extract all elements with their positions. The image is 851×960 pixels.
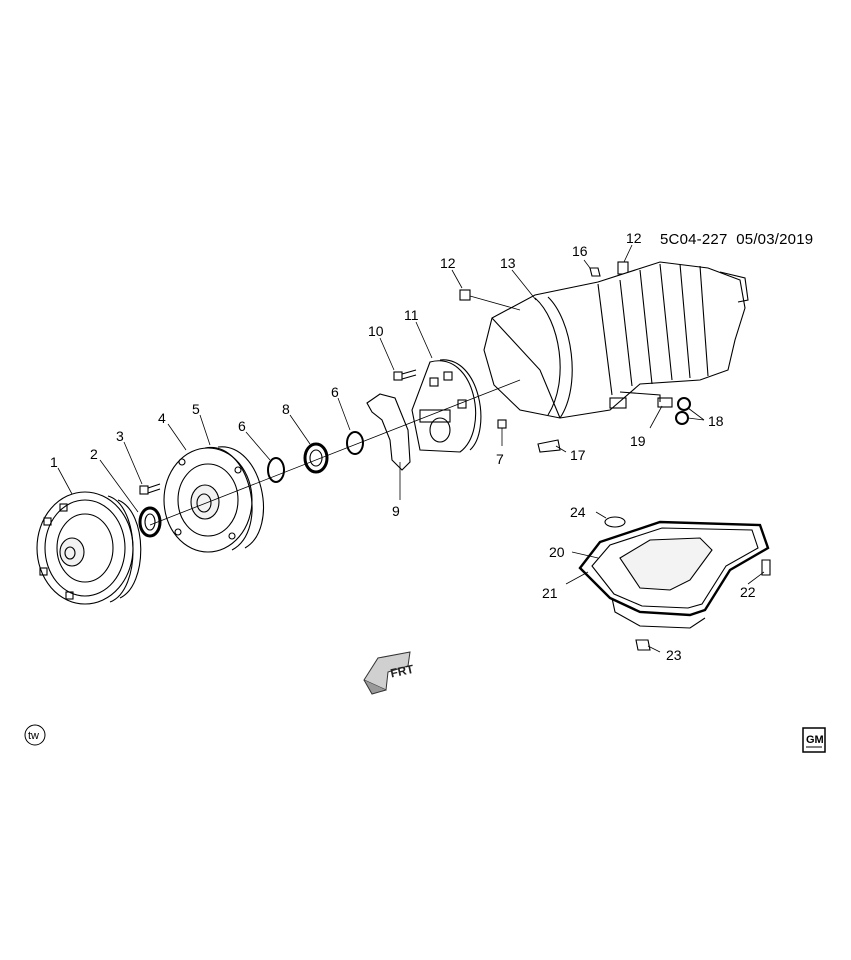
oil-pan [578, 520, 770, 629]
oil-pump-housing [163, 446, 264, 553]
drain-17 [537, 439, 561, 453]
callout-3: 3 [116, 428, 124, 444]
callout-22: 22 [740, 584, 756, 600]
bolt-3 [139, 483, 161, 495]
plug-12b [617, 261, 629, 275]
cap-24 [604, 516, 626, 528]
transmission-case [483, 261, 749, 419]
document-date: 05/03/2019 [736, 231, 814, 248]
callout-8: 8 [282, 401, 290, 417]
document-number: 5C04-227 [660, 231, 728, 248]
callout-19: 19 [630, 433, 646, 449]
callout-11: 11 [404, 307, 419, 323]
gm-logo-icon: GM [802, 727, 826, 753]
oil-pump-assembly [411, 359, 482, 453]
callout-6a: 6 [238, 418, 246, 434]
tw-circle-icon: tw [24, 724, 46, 746]
snap-ring-6a [267, 457, 285, 483]
callout-24: 24 [570, 504, 586, 520]
callout-20: 20 [549, 544, 565, 560]
callout-9: 9 [392, 503, 400, 519]
document-id: 5C04-227 05/03/2019 [660, 231, 813, 248]
seal-18a [677, 397, 691, 411]
callout-12b: 12 [626, 230, 642, 246]
callout-12a: 12 [440, 255, 456, 271]
callout-7: 7 [496, 451, 504, 467]
callout-18: 18 [708, 413, 724, 429]
callout-13: 13 [500, 255, 516, 271]
callout-6b: 6 [331, 384, 339, 400]
pin-7 [497, 419, 507, 429]
bolt-22 [761, 559, 771, 576]
callout-23: 23 [666, 647, 682, 663]
callout-1: 1 [50, 454, 58, 470]
gasket-plate-9 [366, 393, 411, 471]
callout-5: 5 [192, 401, 200, 417]
bolt-10 [393, 369, 417, 381]
tw-badge-text: tw [28, 730, 39, 742]
plug-12a [459, 289, 471, 301]
seal-18b [675, 411, 689, 425]
fitting-16 [589, 267, 601, 277]
drain-plug-23 [635, 639, 651, 651]
bearing-8 [303, 442, 329, 474]
callout-21: 21 [542, 585, 558, 601]
torque-converter [36, 491, 142, 605]
callout-17: 17 [570, 447, 586, 463]
callout-16: 16 [572, 243, 588, 259]
sleeve-19 [657, 397, 673, 408]
gm-logo-text: GM [806, 734, 824, 746]
callout-10: 10 [368, 323, 384, 339]
front-label: FRT [389, 662, 415, 681]
callout-2: 2 [90, 446, 98, 462]
callout-4: 4 [158, 410, 166, 426]
snap-ring-6b [346, 431, 364, 455]
pump-seal [138, 506, 162, 538]
front-direction-arrow-icon: FRT [363, 651, 416, 695]
